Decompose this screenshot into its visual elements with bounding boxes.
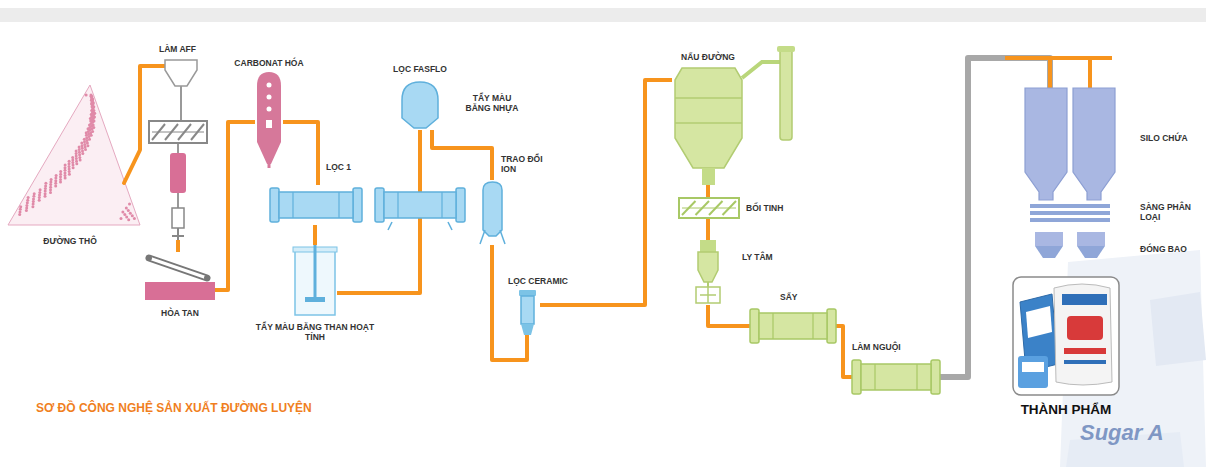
ceramic-filter-shape (515, 290, 540, 335)
node-label: SÀNG PHÂN LOẠI (1140, 202, 1196, 222)
node-label: BỐI TINH (746, 203, 806, 213)
filter-drum-shape (270, 185, 362, 225)
process-pipe (432, 130, 492, 180)
node-label: ĐÓNG BAO (1140, 244, 1202, 254)
condenser (742, 46, 795, 140)
cooler-drum: LÀM NGUỘI (852, 357, 940, 397)
watermark-text: Sugar A (1080, 420, 1190, 446)
node-label: LỌC CERAMIC (508, 276, 588, 286)
process-pipe (283, 122, 318, 185)
process-pipe (706, 185, 710, 197)
vacuum-pan-shape (672, 68, 745, 185)
watermark-bag-panel (1150, 292, 1206, 366)
node-label: LÀM NGUỘI (852, 342, 922, 352)
node-label: LÀM AFF (145, 44, 210, 54)
process-pipe (140, 66, 145, 150)
cooler-drum-shape (852, 357, 940, 397)
process-pipe (313, 225, 317, 245)
process-note: TẨY MÀU BẰNG NHỰA (462, 93, 522, 113)
node-label: SẤY (780, 292, 820, 302)
carbon-tank: TẨY MÀU BẰNG THAN HOẠT TÍNH (293, 245, 337, 318)
carbonation-tower: CARBONAT HÓA (255, 72, 283, 168)
centrifuge: LY TÂM (694, 240, 722, 305)
carbon-tank-shape (293, 245, 337, 318)
crystallizer: BỐI TINH (678, 197, 740, 219)
filter-vessel: LỌC FASFLO (400, 80, 440, 130)
top-band (0, 8, 1206, 22)
sugar-pile-shape (8, 85, 140, 225)
affination-unit-shape (145, 58, 210, 240)
node-label: THÀNH PHẨM (1006, 402, 1126, 418)
crystallizer-shape (678, 197, 740, 219)
process-pipe (215, 122, 255, 290)
process-pipe (836, 326, 852, 377)
process-pipe (708, 305, 750, 326)
bagging-unit: ĐÓNG BAO (1035, 232, 1105, 262)
vacuum-pan: NẤU ĐƯỜNG (672, 68, 745, 185)
ion-exchange-column: TRAO ĐỔI ION (480, 180, 505, 245)
node-label: HÒA TAN (145, 308, 215, 318)
product-frame-shape (1012, 276, 1120, 396)
silo-feed-pipe (1005, 58, 1112, 89)
node-label: CARBONAT HÓA (224, 58, 314, 68)
product-frame: THÀNH PHẨM (1012, 276, 1120, 396)
node-label: LỌC 1 (326, 162, 366, 172)
filter-drum (375, 188, 465, 230)
node-label: SILO CHỨA (1140, 133, 1202, 143)
ceramic-filter: LỌC CERAMIC (515, 290, 540, 335)
process-pipe (540, 80, 672, 305)
node-label: TẨY MÀU BẰNG THAN HOẠT TÍNH (245, 322, 385, 342)
diagram-title: SƠ ĐỒ CÔNG NGHỆ SẢN XUẤT ĐƯỜNG LUYỆN (36, 401, 312, 415)
affination-unit: LÀM AFF (145, 58, 210, 240)
sugar-pile: ĐƯỜNG THÔ (8, 85, 140, 225)
centrifuge-shape (694, 240, 722, 305)
node-label: LY TÂM (742, 252, 792, 262)
filter-vessel-shape (400, 80, 440, 130)
process-pipe (176, 240, 180, 252)
dryer-drum-shape (750, 306, 836, 346)
node-label: ĐƯỜNG THÔ (25, 236, 115, 246)
dryer-drum: SẤY (750, 306, 836, 346)
ion-exchange-column-shape (480, 180, 505, 245)
dissolver: HÒA TAN (145, 252, 215, 300)
node-label: TRAO ĐỔI ION (501, 154, 551, 174)
carbonation-tower-shape (255, 72, 283, 168)
node-label: NẤU ĐƯỜNG (668, 52, 748, 62)
process-pipe (706, 219, 710, 240)
node-label: LỌC FASFLO (385, 64, 455, 74)
grading-screen-shape (1030, 204, 1110, 224)
storage-silo-shape (1025, 88, 1115, 200)
storage-silo: SILO CHỨA (1025, 88, 1115, 200)
dissolver-shape (145, 252, 215, 300)
bagging-unit-shape (1035, 232, 1105, 262)
filter-drum: LỌC 1 (270, 185, 362, 225)
grading-screen: SÀNG PHÂN LOẠI (1030, 204, 1110, 224)
